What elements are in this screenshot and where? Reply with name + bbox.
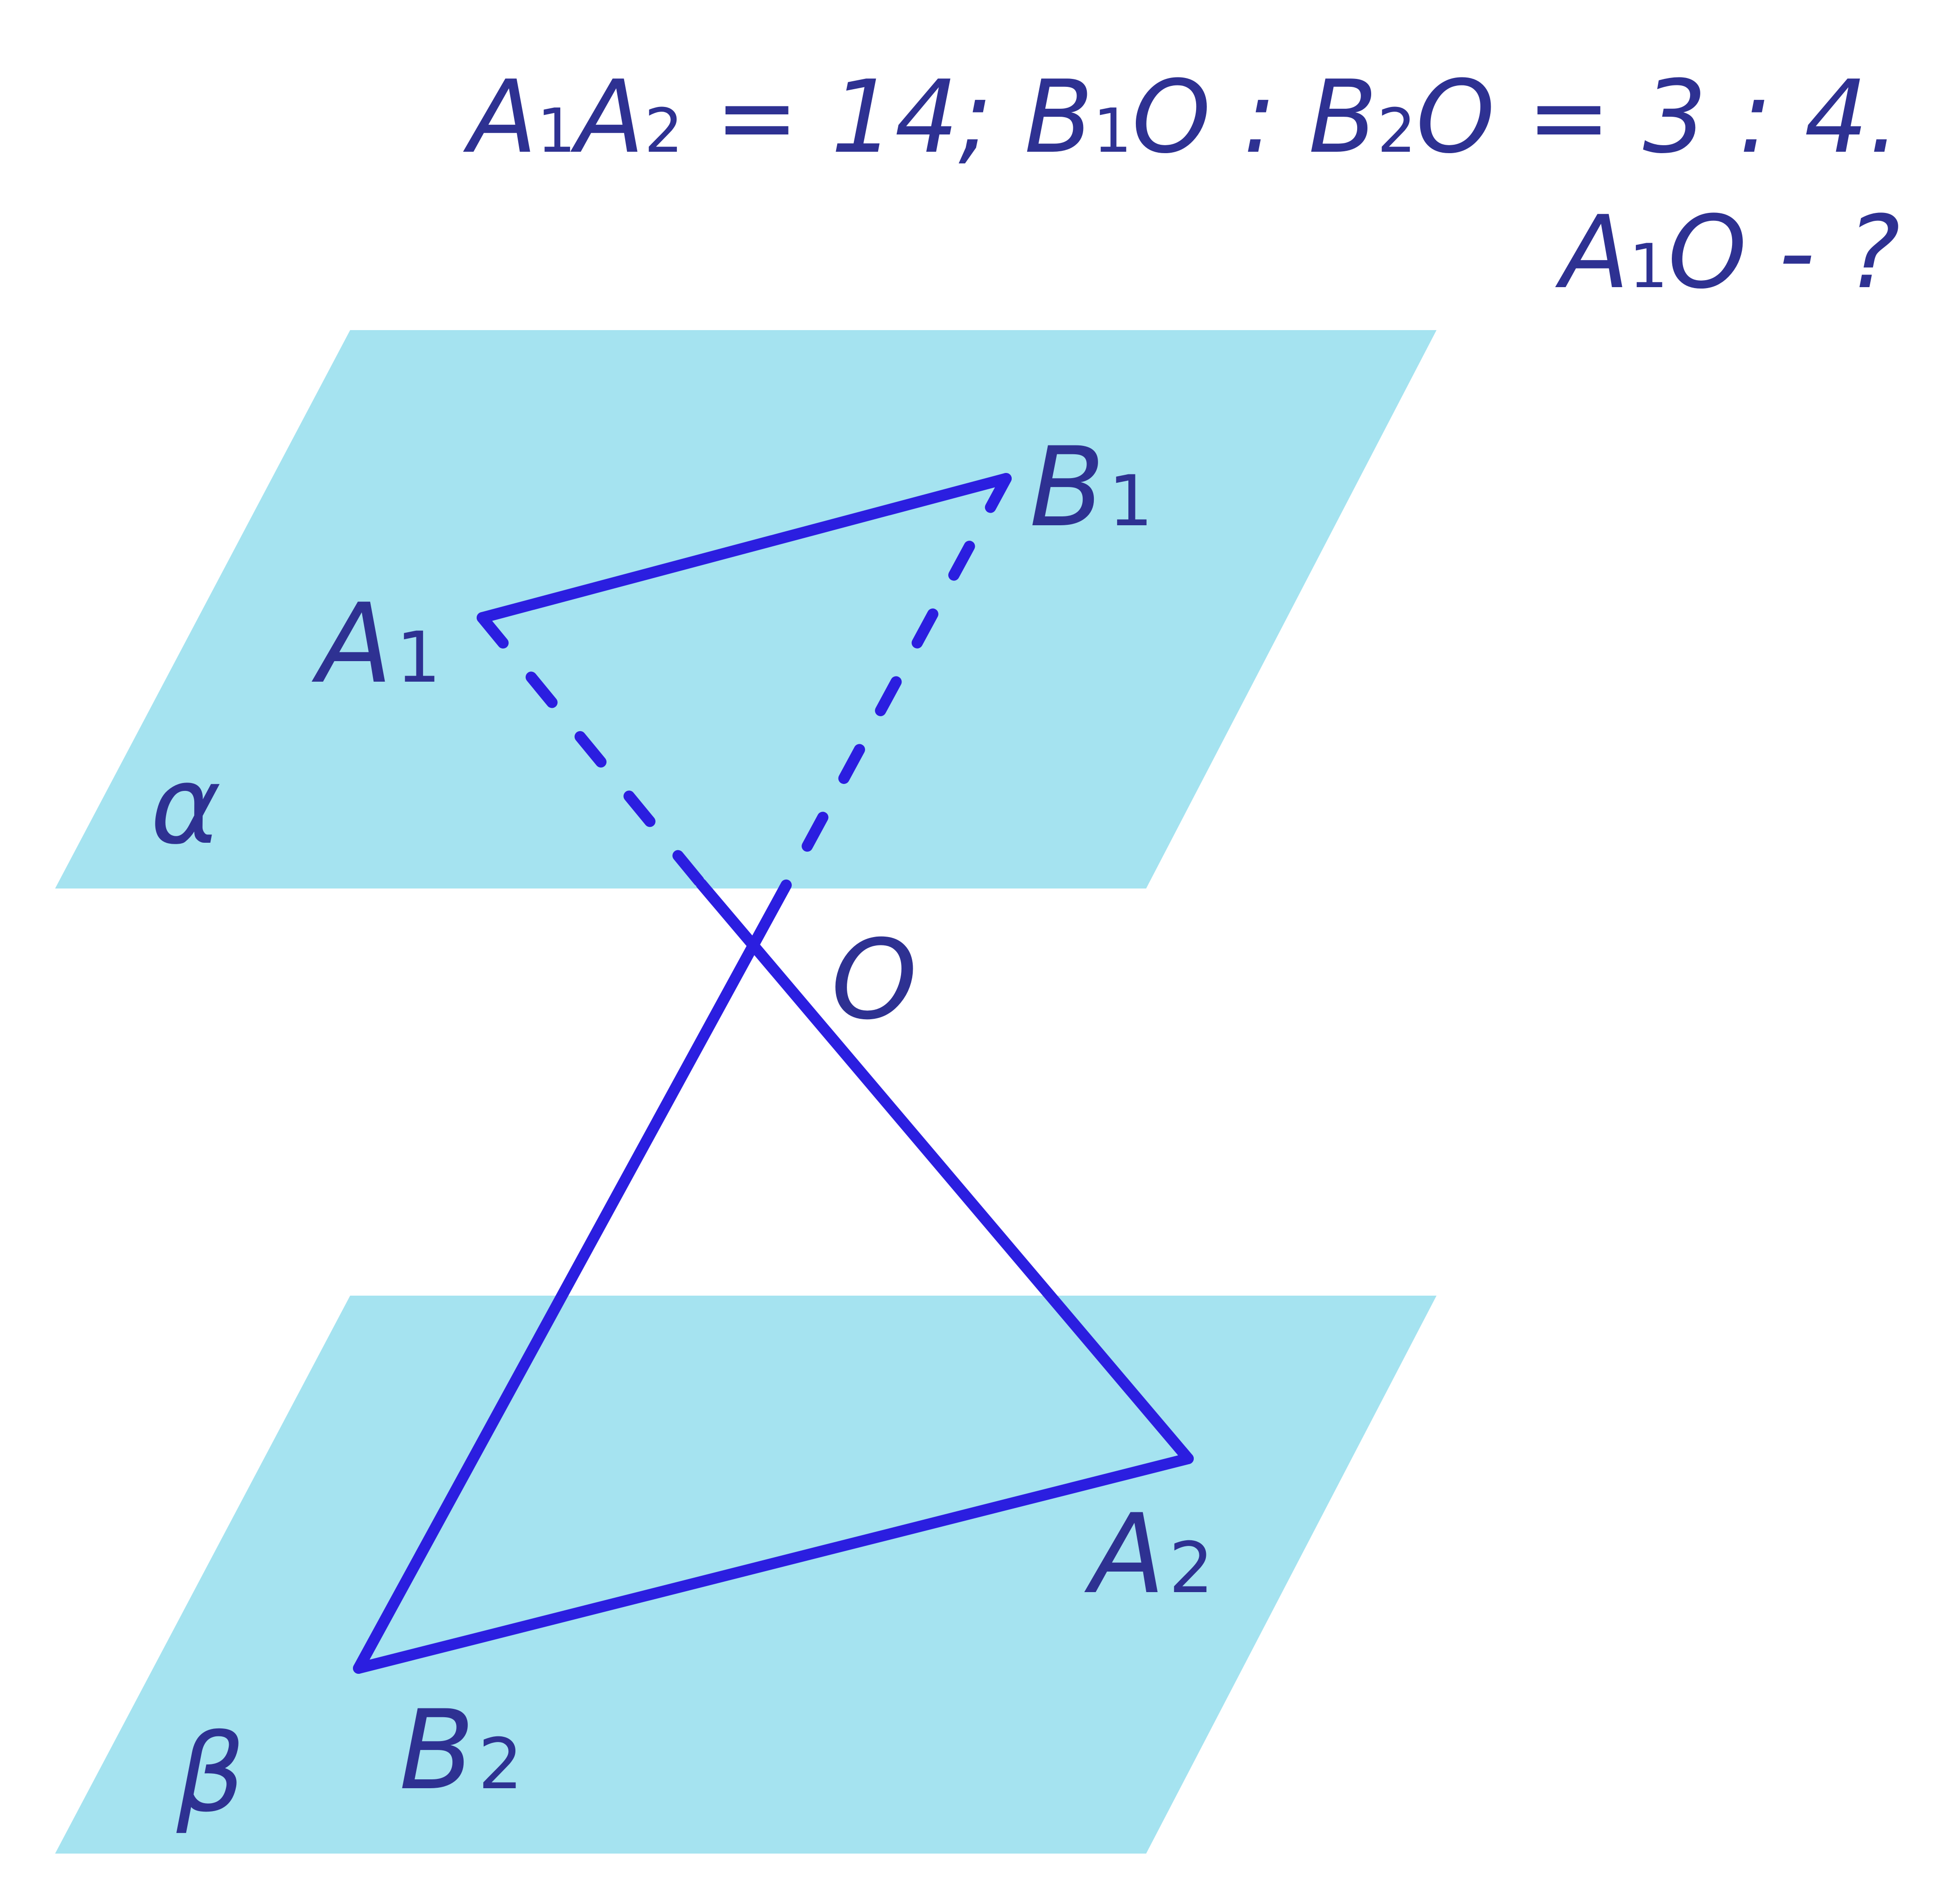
point-label-o: O bbox=[831, 917, 917, 1044]
condition-line-2: A1O - ? bbox=[1555, 194, 1900, 311]
condition-line-1: A1A2 = 14; B1O : B2O = 3 : 4. bbox=[463, 58, 1900, 176]
segment-o-b2 bbox=[353, 883, 790, 1674]
segment-a2-b2 bbox=[353, 1453, 1194, 1674]
segment-a1-b1 bbox=[477, 473, 1012, 623]
segment-a1-o-hidden bbox=[477, 612, 707, 889]
plane-alpha-label: α bbox=[150, 744, 221, 868]
point-label-b2: B2 bbox=[399, 1687, 523, 1814]
plane-alpha bbox=[55, 330, 1437, 889]
point-label-b1: B1 bbox=[1029, 424, 1153, 551]
plane-beta-label: β bbox=[176, 1712, 245, 1836]
point-label-a2: A2 bbox=[1084, 1491, 1213, 1618]
segment-b1-o-hidden bbox=[779, 473, 1012, 894]
segment-o-a2 bbox=[696, 878, 1194, 1464]
point-label-a1: A1 bbox=[311, 580, 441, 708]
